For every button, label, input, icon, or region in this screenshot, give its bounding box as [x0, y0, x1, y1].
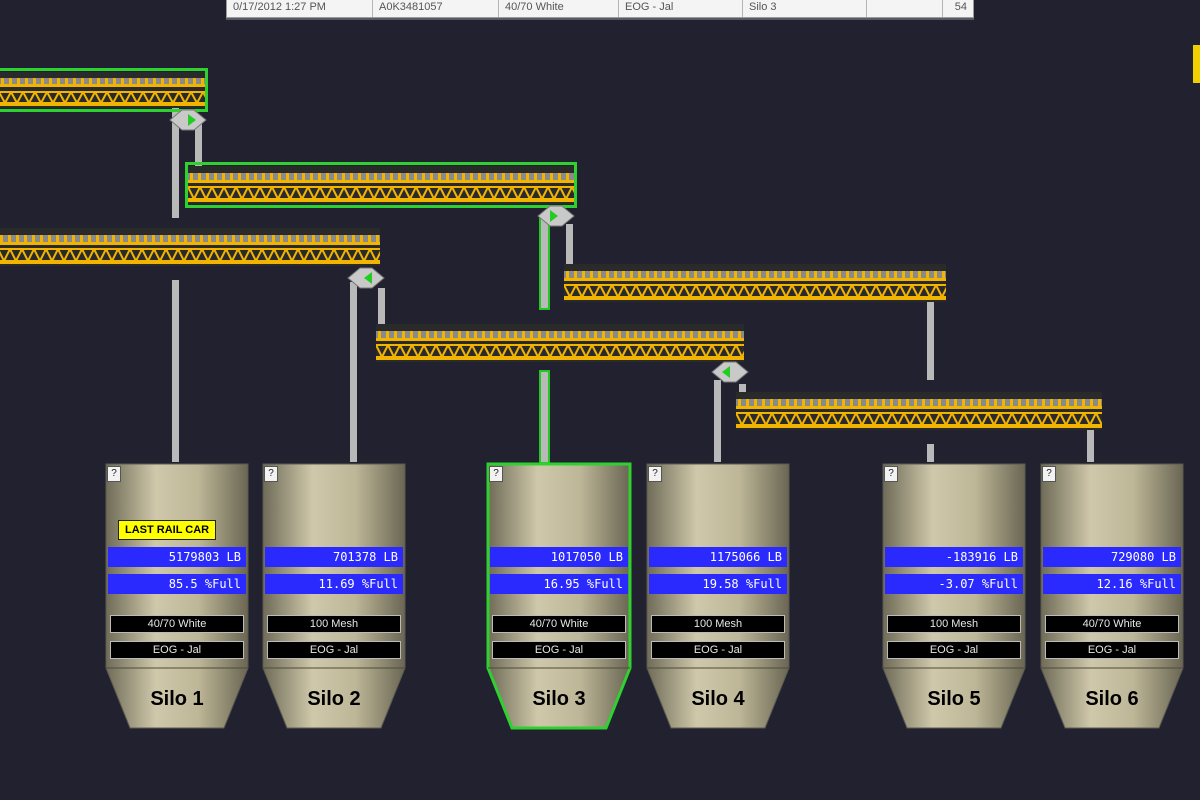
conveyor-truss — [376, 324, 744, 362]
chute-pipe — [927, 300, 934, 380]
conveyor-truss — [0, 228, 380, 266]
diverter-gate-4[interactable] — [710, 358, 750, 386]
conveyor-5[interactable] — [376, 324, 744, 362]
help-icon[interactable]: ? — [264, 466, 278, 482]
silo-name: Silo 4 — [691, 688, 745, 710]
silo-3-feed-pipe — [541, 372, 548, 462]
silo-1-feed-pipe — [172, 280, 179, 462]
conveyor-truss — [564, 264, 946, 302]
fill-readout: 85.5 %Full — [108, 574, 246, 594]
silo-name: Silo 6 — [1085, 688, 1139, 710]
flow-arrow-icon — [722, 366, 730, 378]
chute-pipe — [172, 108, 179, 218]
silo-1[interactable]: ? LAST RAIL CAR 5179803 LB 85.5 %Full 40… — [104, 462, 250, 732]
fill-readout: 19.58 %Full — [649, 574, 787, 594]
silo-3[interactable]: ? 1017050 LB 16.95 %Full 40/70 White EOG… — [486, 462, 632, 732]
product-label: 100 Mesh — [267, 615, 401, 633]
silo-name: Silo 1 — [150, 688, 204, 710]
help-icon[interactable]: ? — [884, 466, 898, 482]
conveyor-3[interactable] — [0, 228, 380, 266]
silo-2-feed-pipe — [350, 282, 357, 462]
help-icon[interactable]: ? — [107, 466, 121, 482]
chute-pipe — [378, 288, 385, 328]
help-icon[interactable]: ? — [489, 466, 503, 482]
conveyor-6[interactable] — [736, 392, 1102, 430]
diverter-gate-2[interactable] — [536, 202, 576, 230]
silo-name: Silo 3 — [532, 688, 586, 710]
customer-label: EOG - Jal — [651, 641, 785, 659]
fill-readout: 12.16 %Full — [1043, 574, 1181, 594]
status-table-row: 0/17/2012 1:27 PM A0K3481057 40/70 White… — [226, 0, 974, 18]
flow-arrow-icon — [364, 272, 372, 284]
customer-label: EOG - Jal — [267, 641, 401, 659]
silo-4[interactable]: ? 1175066 LB 19.58 %Full 100 Mesh EOG - … — [645, 462, 791, 732]
customer-label: EOG - Jal — [887, 641, 1021, 659]
silo-name: Silo 5 — [927, 688, 981, 710]
customer-label: EOG - Jal — [1045, 641, 1179, 659]
product-label: 40/70 White — [492, 615, 626, 633]
silo-cell: Silo 3 — [743, 0, 867, 17]
chute-pipe — [566, 224, 573, 268]
product-label: 40/70 White — [1045, 615, 1179, 633]
count-cell: 54 — [954, 1, 967, 13]
customer-cell: EOG - Jal — [619, 0, 743, 17]
blank-cell — [867, 0, 943, 17]
product-label: 100 Mesh — [651, 615, 785, 633]
silo-4-feed-pipe — [714, 380, 721, 462]
product-label: 40/70 White — [110, 615, 244, 633]
last-rail-car-badge: LAST RAIL CAR — [118, 520, 217, 540]
timestamp-cell: 0/17/2012 1:27 PM — [227, 0, 373, 17]
fill-readout: -3.07 %Full — [885, 574, 1023, 594]
help-icon[interactable]: ? — [1042, 466, 1056, 482]
conveyor-truss — [736, 392, 1102, 430]
conveyor-1[interactable] — [0, 68, 208, 112]
weight-readout: 1017050 LB — [490, 547, 628, 567]
diverter-gate-3[interactable] — [346, 264, 386, 292]
help-icon[interactable]: ? — [648, 466, 662, 482]
railcar-id-cell: A0K3481057 — [373, 0, 499, 17]
silo-name: Silo 2 — [307, 688, 361, 710]
silo-5-feed-pipe — [927, 444, 934, 462]
chute-pipe — [739, 384, 746, 398]
weight-readout: 729080 LB — [1043, 547, 1181, 567]
product-label: 100 Mesh — [887, 615, 1021, 633]
silo-6[interactable]: ? 729080 LB 12.16 %Full 40/70 White EOG … — [1039, 462, 1185, 732]
weight-readout: 701378 LB — [265, 547, 403, 567]
conveyor-truss — [0, 72, 205, 108]
weight-readout: 5179803 LB — [108, 547, 246, 567]
fill-readout: 16.95 %Full — [490, 574, 628, 594]
active-chute-pipe — [541, 218, 548, 308]
conveyor-truss — [188, 166, 574, 204]
flow-arrow-icon — [550, 210, 558, 222]
silo-5[interactable]: ? -183916 LB -3.07 %Full 100 Mesh EOG - … — [881, 462, 1027, 732]
weight-readout: 1175066 LB — [649, 547, 787, 567]
customer-label: EOG - Jal — [110, 641, 244, 659]
customer-label: EOG - Jal — [492, 641, 626, 659]
diverter-gate-1[interactable] — [168, 106, 208, 134]
silo-2[interactable]: ? 701378 LB 11.69 %Full 100 Mesh EOG - J… — [261, 462, 407, 732]
conveyor-4[interactable] — [564, 264, 946, 302]
fill-readout: 11.69 %Full — [265, 574, 403, 594]
product-cell: 40/70 White — [499, 0, 619, 17]
offscreen-conveyor-indicator — [1193, 45, 1200, 83]
flow-arrow-icon — [188, 114, 196, 126]
silo-6-feed-pipe — [1087, 428, 1094, 462]
weight-readout: -183916 LB — [885, 547, 1023, 567]
chute-pipe — [195, 116, 202, 166]
conveyor-2[interactable] — [185, 162, 577, 208]
